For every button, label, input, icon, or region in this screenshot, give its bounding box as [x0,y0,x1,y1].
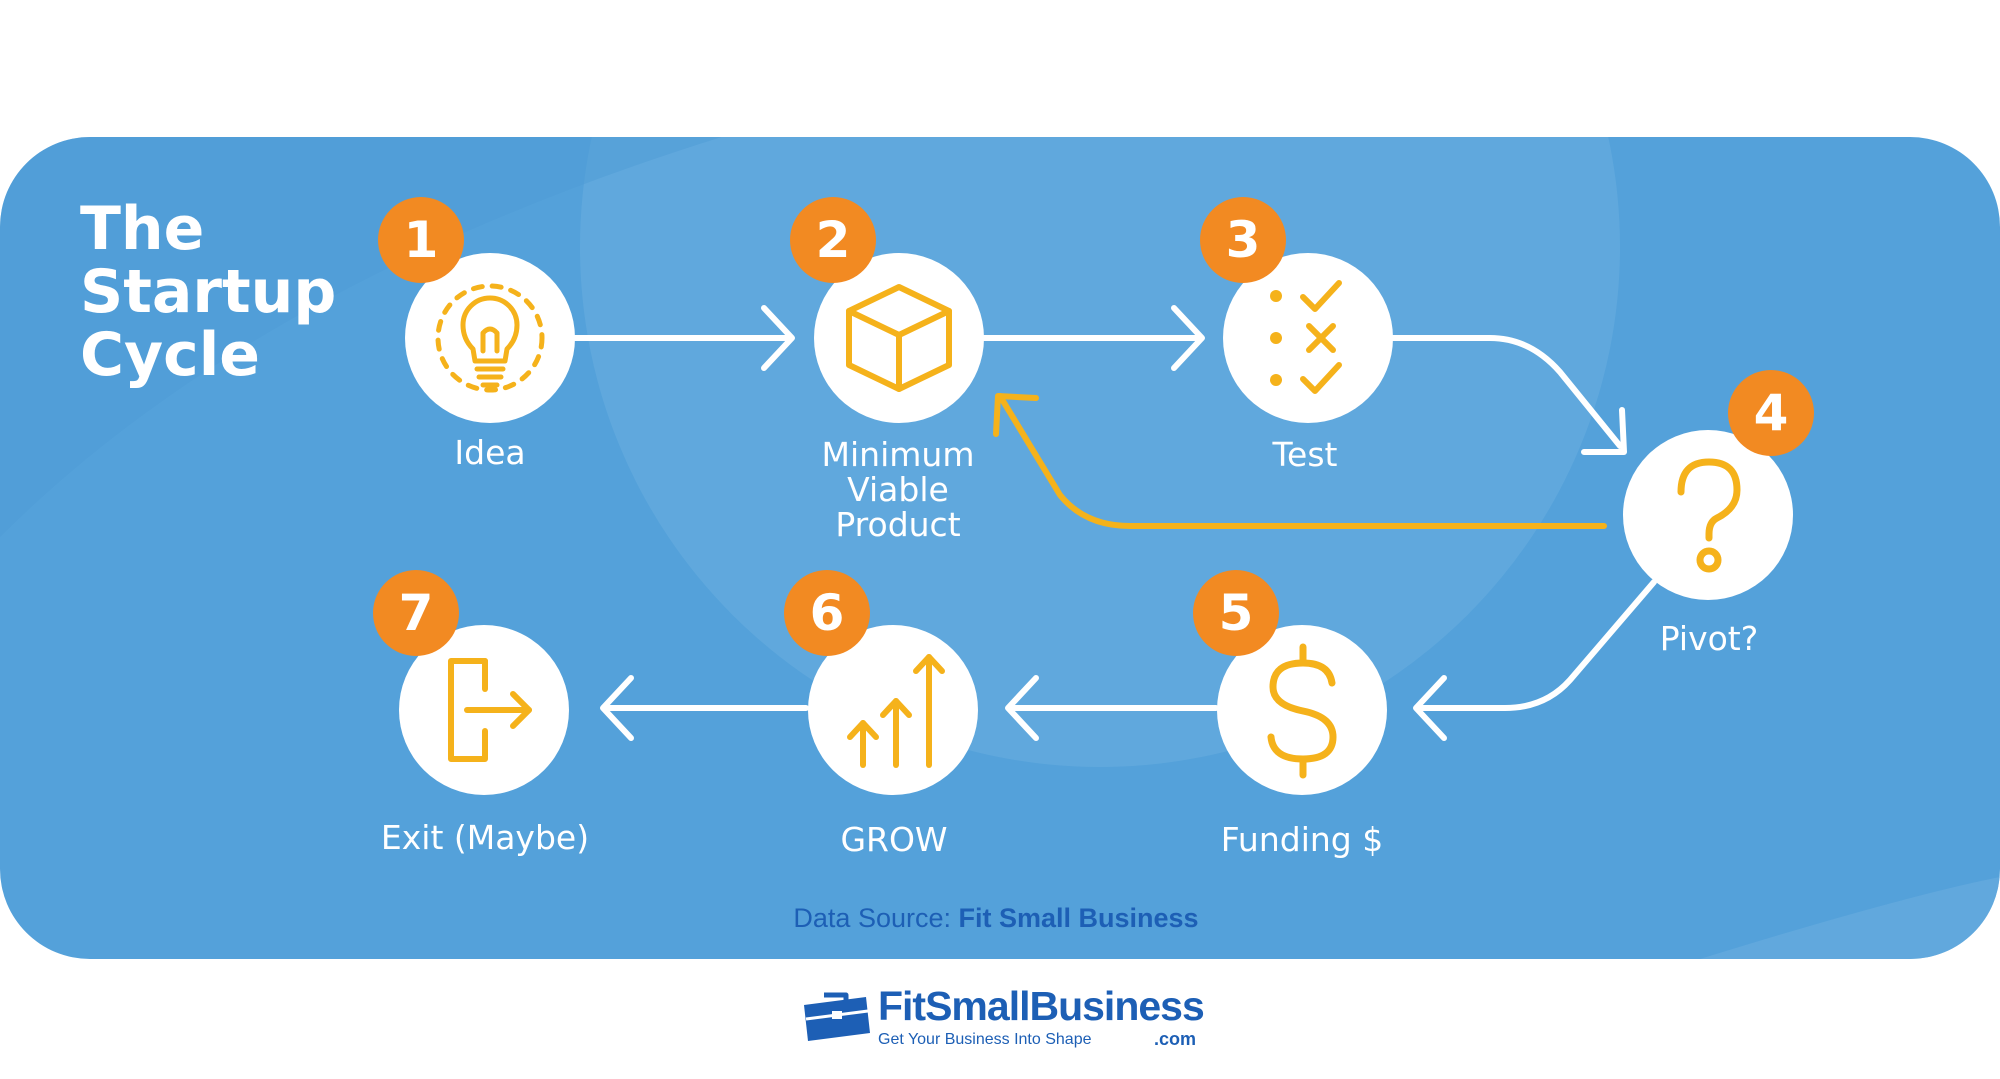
growth-arrows-icon [847,654,945,768]
arrow-4-to-5 [1413,579,1657,741]
label-line: Exit (Maybe) [380,818,590,857]
checklist-icon [1270,280,1342,394]
pivot-arrow [993,393,1607,529]
diagram-title: The Startup Cycle [80,198,400,387]
fit-small-business-logo: FitSmallBusiness Get Your Business Into … [800,983,1210,1057]
label-line: Test [1272,435,1338,474]
label-line: Pivot? [1659,619,1759,658]
title-line: The [80,194,205,264]
step-6-badge: 6 [784,570,870,656]
step-7-label: Exit (Maybe) [335,820,635,855]
lightbulb-icon [435,283,545,393]
label-line: Funding $ [1220,820,1384,859]
logo-name: FitSmallBusiness [878,983,1205,1029]
step-3-label: Test [1155,437,1455,472]
step-2-label: Minimum Viable Product [748,437,1048,542]
arrow-5-to-6 [1005,675,1219,741]
label-line: GROW [840,820,948,859]
dollar-sign-icon [1267,643,1337,779]
step-3-badge: 3 [1200,197,1286,283]
step-1-node [405,253,575,423]
logo-suffix: .com [1154,1029,1197,1049]
step-4-label: Pivot? [1559,621,1859,656]
step-1-label: Idea [340,435,640,470]
data-source-prefix: Data Source: [793,903,959,933]
step-5-label: Funding $ [1152,822,1452,857]
data-source-name: Fit Small Business [958,903,1199,933]
step-4-node [1623,430,1793,600]
step-4-badge: 4 [1728,370,1814,456]
title-line: Startup [80,257,337,327]
label-line: Minimum [821,435,975,474]
label-line: Product [835,505,961,544]
step-1-badge: 1 [378,197,464,283]
question-mark-icon [1677,458,1741,573]
arrow-1-to-2 [569,305,795,371]
step-7-badge: 7 [373,570,459,656]
logo-tagline: Get Your Business Into Shape [878,1031,1092,1048]
box-icon [846,284,952,392]
arrow-6-to-7 [600,675,809,741]
data-source: Data Source: Fit Small Business [0,903,1992,934]
briefcase-icon [804,992,870,1041]
arrow-2-to-3 [979,305,1205,371]
label-line: Viable [847,470,949,509]
step-5-badge: 5 [1193,570,1279,656]
exit-door-icon [448,658,532,762]
label-line: Idea [454,433,526,472]
step-2-badge: 2 [790,197,876,283]
arrow-3-to-4 [1389,335,1627,455]
title-line: Cycle [80,320,260,390]
step-6-label: GROW [744,822,1044,857]
